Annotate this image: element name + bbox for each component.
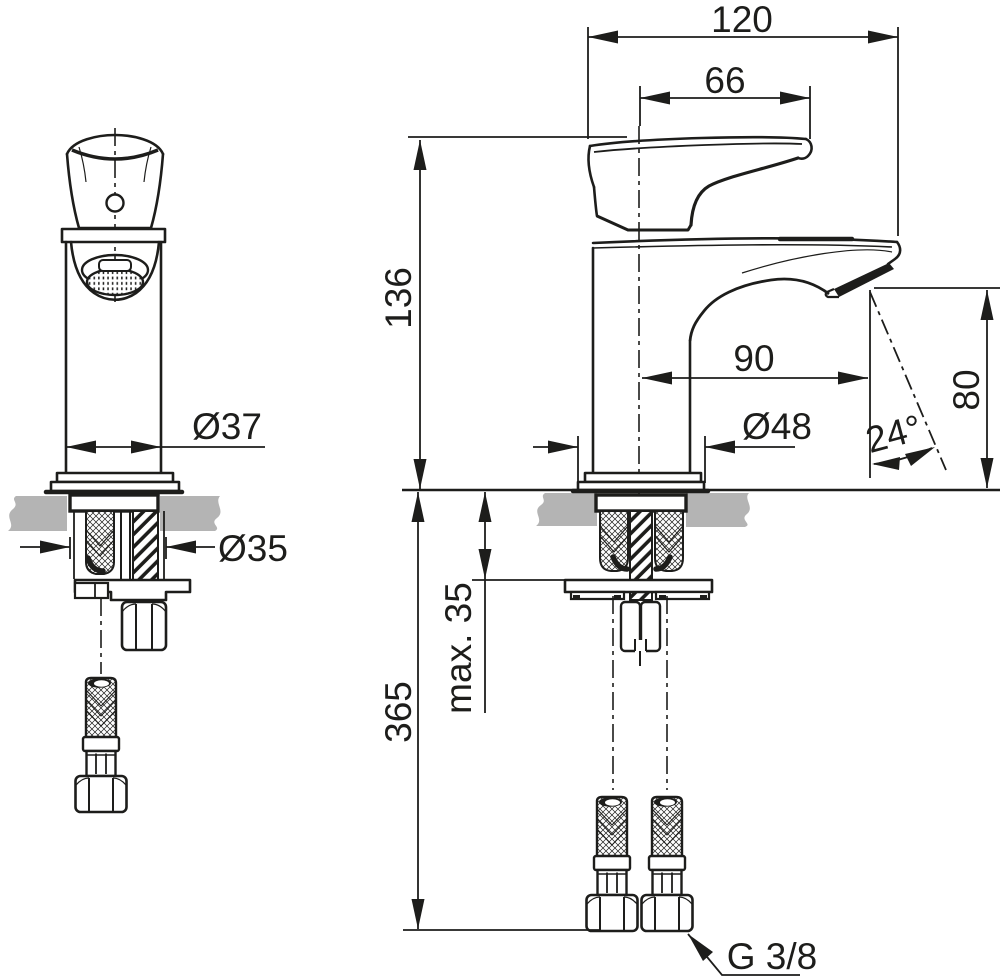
side-braid-left-chevrons [599, 525, 629, 553]
front-base-flange [49, 480, 181, 493]
front-shank-nut-chamfers [121, 603, 167, 613]
side-base-step [583, 471, 703, 484]
faucet-side-view [563, 126, 902, 933]
front-shank-threaded-rod [132, 510, 159, 581]
side-handle-end-cap [796, 137, 813, 160]
dim-label-d35: Ø35 [218, 528, 288, 569]
dim-label-136: 136 [378, 267, 419, 329]
dim-label-90: 90 [733, 338, 774, 379]
deck-side-right [686, 493, 750, 527]
front-shank-dividers [120, 511, 131, 579]
front-aerator-nub [98, 259, 132, 272]
side-spout-outlet-face [834, 263, 894, 297]
dim-label-120: 120 [711, 0, 773, 40]
extension-lines [69, 27, 1000, 931]
side-body-seam [596, 214, 693, 232]
dimension-annotations: 120 66 136 90 Ø48 [20, 0, 1000, 977]
front-shank-nut [120, 600, 168, 652]
dim-shank-diameter: Ø35 [20, 528, 288, 569]
side-escutcheon [594, 493, 688, 513]
dim-hose-length: 365 [378, 492, 425, 929]
front-handle-indicator-dot [105, 193, 125, 213]
front-aerator-mesh [85, 267, 145, 297]
side-spout-top-inner [592, 243, 893, 249]
dim-outlet-height: 80 [946, 290, 994, 488]
side-bracket-tabs [569, 590, 711, 601]
front-bracket-box [73, 581, 110, 600]
dim-base-diameter: Ø48 [533, 406, 812, 454]
dim-body-diameter: Ø37 [66, 406, 265, 454]
side-handle-top [588, 135, 808, 148]
front-handle-side-left [65, 152, 81, 230]
front-shank-braid-chevrons [85, 529, 115, 557]
front-handle-inner-left [78, 146, 87, 183]
dim-spout-projection: 90 [642, 338, 868, 385]
dim-label-80: 80 [946, 369, 987, 410]
dim-overall-depth: 120 [588, 0, 898, 44]
side-spout-underside [688, 277, 830, 342]
side-handle-top-inner [593, 142, 803, 153]
dim-label-d37: Ø37 [192, 406, 262, 447]
front-shank-hose-braid [85, 510, 115, 575]
side-hose-braid-left [599, 510, 629, 572]
mounting-deck-cross-sections [8, 493, 750, 531]
dim-label-365: 365 [378, 681, 419, 743]
side-stud-nut-slot-edges [634, 639, 647, 651]
front-shank-nut-facets [135, 604, 153, 650]
dim-label-max35: max. 35 [438, 582, 479, 714]
side-hose-end-left [610, 554, 630, 572]
side-threaded-stud [629, 510, 653, 601]
side-hose-end-right [653, 554, 673, 572]
front-supply-hose [74, 676, 128, 814]
dim-label-d48: Ø48 [742, 406, 812, 447]
side-mounting-bracket [563, 578, 714, 594]
front-base-step [55, 471, 175, 484]
side-stud-nut-right [639, 600, 662, 653]
front-escutcheon [68, 493, 160, 513]
front-shank-hose-end [85, 555, 106, 574]
front-handle-side-right [149, 152, 165, 230]
side-body-front-edge [592, 185, 599, 218]
side-braid-right-chevrons [654, 525, 684, 553]
front-spout-dome [69, 240, 161, 302]
dim-thread-size: G 3/8 [687, 933, 818, 977]
deck-front-left [8, 496, 67, 531]
side-bracket-gasket-dots [573, 595, 707, 599]
dim-outlet-angle: 24° [861, 291, 947, 471]
front-handle-inner-right [143, 146, 152, 183]
deck-front-right [160, 496, 221, 531]
side-hose-braid-right [654, 510, 684, 572]
angle-stream-line [869, 291, 947, 471]
front-handle-top [65, 133, 165, 156]
dim-height-above-deck: 136 [378, 140, 427, 489]
side-stud-nut-slot [635, 640, 646, 653]
side-supply-hose-right [640, 795, 694, 933]
side-handle-front-cap [587, 144, 596, 189]
side-spout-nose [886, 240, 902, 266]
side-handle-underside [689, 156, 800, 227]
dim-handle-length: 66 [640, 60, 810, 105]
dim-label-g38: G 3/8 [727, 936, 818, 977]
side-spout-contour [741, 249, 893, 274]
deck-side-left [536, 493, 597, 526]
faucet-front-view [43, 128, 192, 814]
front-collar [60, 227, 167, 244]
dim-label-66: 66 [704, 60, 745, 101]
side-spout-top [591, 237, 899, 245]
dim-max-deck-thickness: max. 35 [438, 492, 492, 714]
side-supply-hose-left [585, 795, 639, 933]
